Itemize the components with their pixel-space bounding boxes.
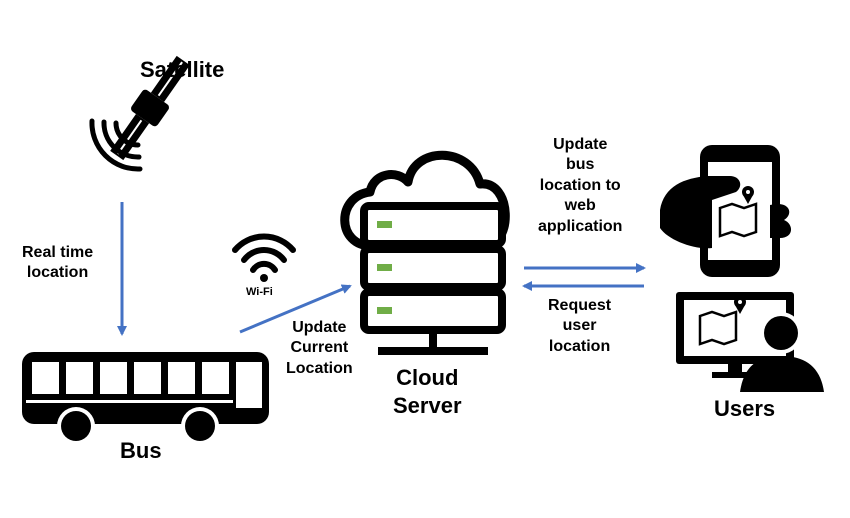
desktop-user-map-icon: [676, 292, 824, 392]
wifi-icon: [232, 233, 296, 282]
update-current-location-label: Update Current Location: [286, 319, 353, 377]
cloud-server-icon: [340, 150, 510, 355]
cloud-server-label: Cloud Server: [393, 365, 462, 419]
update-bus-location-label: Update bus location to web application: [538, 136, 623, 235]
request-user-location-label: Request user location: [548, 297, 612, 355]
satellite-signal-waves: [89, 118, 143, 172]
real-time-location-label: Real time location: [22, 244, 94, 282]
satellite-icon: [110, 55, 190, 161]
bus-icon: [22, 352, 269, 445]
arrow-bus-to-cloud: [239, 284, 352, 334]
bus-label: Bus: [120, 438, 162, 463]
wifi-label: Wi-Fi: [246, 286, 273, 298]
satellite-label: Satellite: [140, 57, 225, 82]
smartphone-map-icon: [660, 145, 792, 277]
users-label: Users: [714, 396, 776, 421]
